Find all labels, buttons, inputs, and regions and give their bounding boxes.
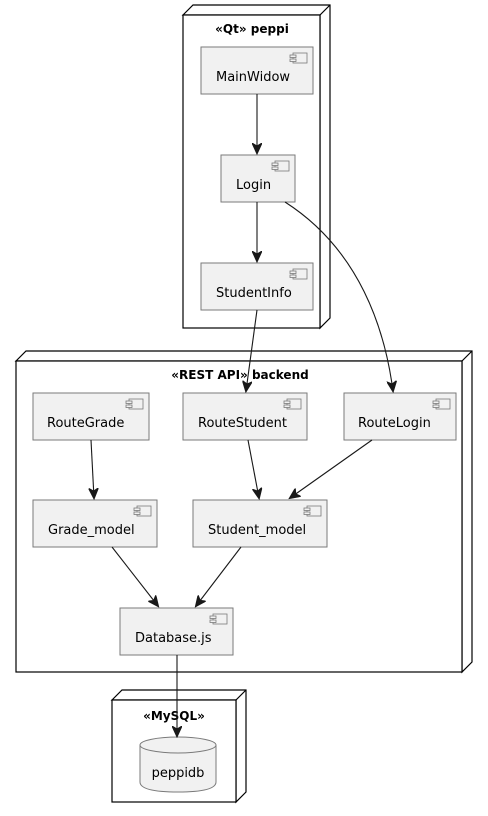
component-icon: [289, 268, 308, 280]
component-label: Student_model: [208, 523, 306, 538]
component-label: RouteStudent: [198, 416, 287, 431]
component-label: Login: [236, 178, 271, 193]
component-icon: [289, 52, 308, 64]
component-icon: [133, 505, 152, 517]
edge-routelogin-student-model: [290, 439, 373, 498]
component-label: MainWidow: [216, 70, 290, 85]
component-label: StudentInfo: [216, 286, 292, 301]
edge-routestudent-student-model: [247, 439, 259, 498]
component-routelogin: RouteLogin: [343, 392, 457, 441]
edge-student-model-database: [196, 546, 242, 606]
component-login: Login: [220, 154, 296, 203]
edge-grade-model-database: [111, 546, 158, 606]
component-label: Grade_model: [48, 523, 135, 538]
component-database: Database.js: [119, 607, 234, 656]
component-label: RouteLogin: [358, 416, 431, 431]
database-label: peppidb: [152, 766, 205, 781]
node-mysql-title: «MySQL»: [143, 709, 205, 723]
edge-studentinfo-routestudent: [246, 309, 258, 391]
database-cylinder-body: [139, 745, 217, 793]
component-icon: [271, 160, 290, 172]
edges: [91, 94, 393, 736]
component-student-model: Student_model: [192, 499, 328, 548]
edge-routegrade-grade-model: [91, 439, 94, 498]
node-qt-title: «Qt» peppi: [215, 22, 289, 36]
component-icon: [125, 398, 144, 410]
component-routestudent: RouteStudent: [182, 392, 308, 441]
component-grade-model: Grade_model: [32, 499, 158, 548]
component-routegrade: RouteGrade: [32, 392, 150, 441]
component-studentinfo: StudentInfo: [200, 262, 314, 311]
database-peppidb: peppidb: [139, 736, 217, 793]
component-icon: [283, 398, 302, 410]
component-label: RouteGrade: [47, 416, 124, 431]
component-icon: [303, 505, 322, 517]
component-icon: [209, 613, 228, 625]
database-cylinder-top: [139, 736, 217, 754]
component-icon: [432, 398, 451, 410]
edge-login-routelogin: [284, 201, 393, 391]
node-rest-title: «REST API» backend: [171, 368, 308, 382]
component-mainwidow: MainWidow: [200, 46, 314, 95]
component-label: Database.js: [135, 631, 212, 646]
